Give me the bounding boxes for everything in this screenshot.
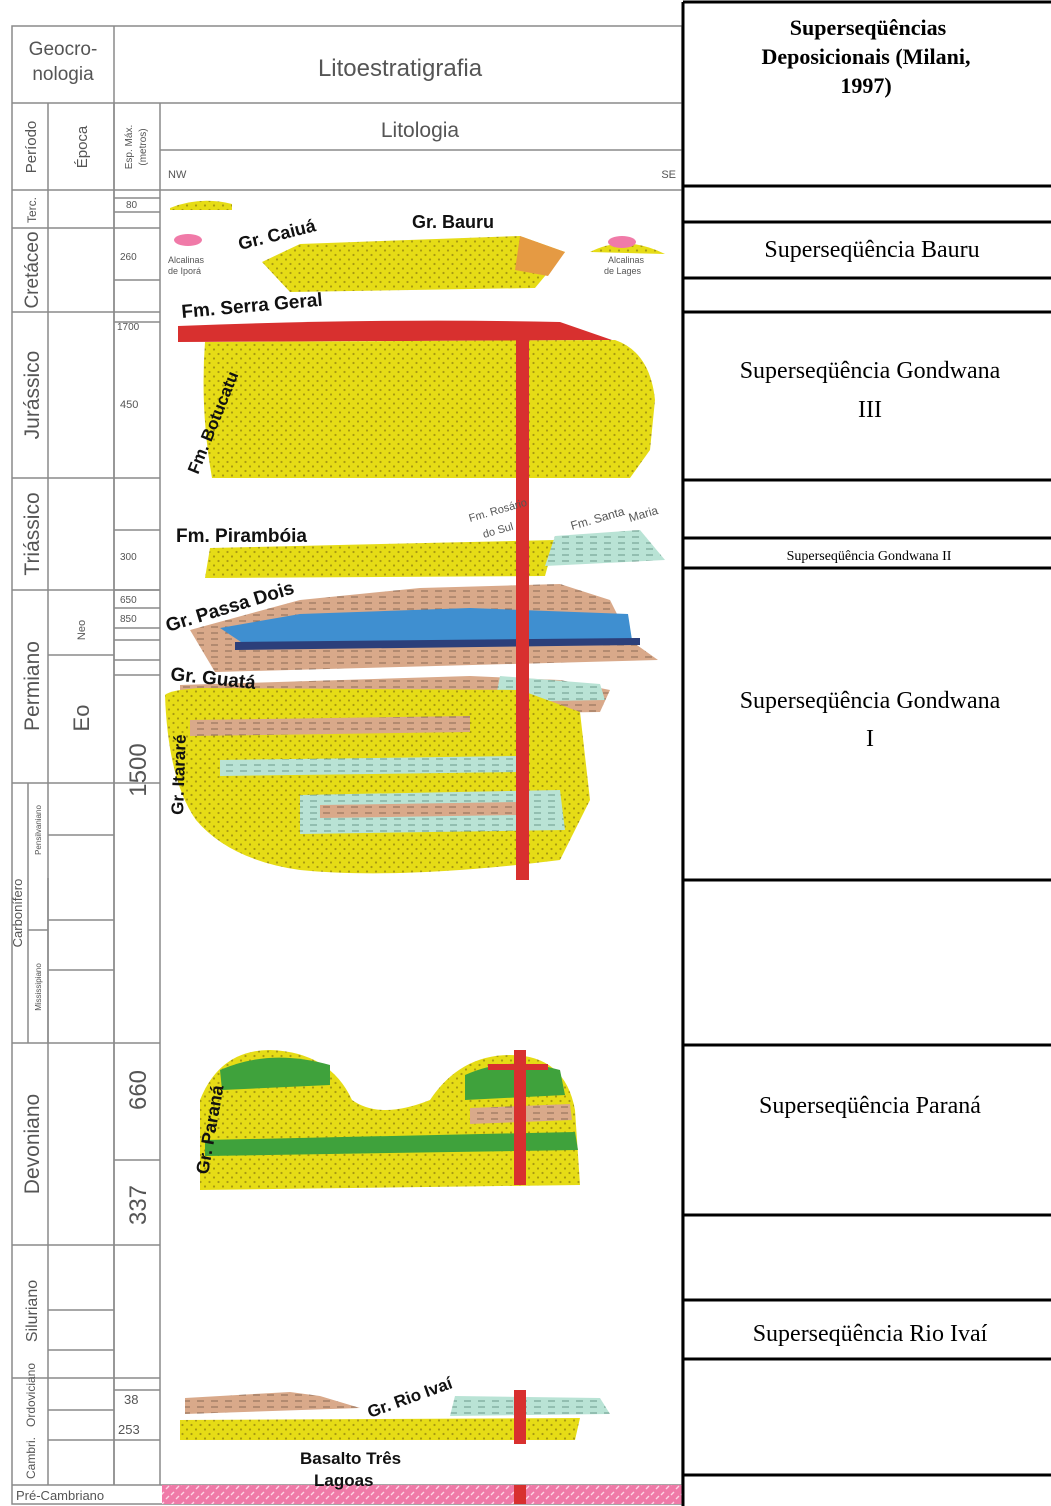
period-carbonifero: Carbonífero — [10, 879, 25, 948]
thickness-1700: 1700 — [117, 322, 140, 333]
epoch-neo: Neo — [76, 620, 88, 640]
unit-serra-geral: Fm. Serra Geral — [181, 290, 324, 323]
supersequences-title-3: 1997) — [840, 73, 891, 98]
periodo-label: Período — [23, 121, 40, 174]
period-cambriano: Cambri. — [24, 1437, 38, 1479]
supersequence-gondwana-i: Superseqüência Gondwana — [740, 688, 1001, 714]
period-mississipiano: Mississipiano — [34, 963, 43, 1011]
lages-alkaline — [608, 236, 636, 248]
supersequence-gondwana-ii: Superseqüência Gondwana II — [787, 549, 952, 564]
unit-itarare: Gr. Itararé — [168, 734, 190, 815]
dyke-pre-cambrian — [514, 1485, 526, 1504]
nw-label: NW — [168, 169, 187, 181]
thickness-660: 660 — [125, 1070, 152, 1110]
thickness-253: 253 — [118, 1422, 140, 1437]
supersequence-gondwana-iii: Superseqüência Gondwana — [740, 358, 1001, 384]
unit-rio-ivai: Gr. Rio Ivaí — [365, 1373, 456, 1422]
unit-santa-maria-2: Maria — [627, 503, 660, 525]
dyke-devonian — [514, 1050, 526, 1185]
dyke-rio-ivai — [514, 1390, 526, 1444]
ipora-alkaline — [174, 234, 202, 246]
period-jurassico: Jurássico — [21, 351, 44, 440]
unit-alc-lages: Alcalinas — [608, 255, 645, 265]
thickness-337: 337 — [125, 1185, 152, 1225]
esp-max-label: Esp. Máx. — [124, 125, 135, 169]
period-ordoviciano: Ordoviciano — [24, 1363, 38, 1427]
thickness-450: 450 — [120, 399, 138, 411]
dyke-main — [516, 330, 529, 880]
unit-alc-lages-2: de Lages — [604, 266, 642, 276]
thickness-260: 260 — [120, 252, 137, 263]
thickness-38: 38 — [124, 1392, 138, 1407]
rio-ivai-shale — [185, 1392, 360, 1414]
period-cretaceo: Cretáceo — [22, 231, 43, 308]
bauru-orange-margin — [515, 236, 565, 276]
epoch-eo: Eo — [69, 705, 94, 732]
period-triassico: Triássico — [21, 492, 44, 575]
unit-piramboia: Fm. Pirambóia — [176, 526, 307, 547]
dyke-devonian-bar — [488, 1064, 548, 1070]
unit-rosario-2: do Sul — [482, 521, 515, 541]
period-pensilvaniano: Pensilvaniano — [34, 805, 43, 855]
tertiary-cover — [170, 201, 232, 210]
thickness-80: 80 — [126, 200, 138, 211]
supersequence-gondwana-i-2: I — [866, 726, 874, 752]
thickness-650: 650 — [120, 595, 137, 606]
unit-basalto: Basalto Três — [300, 1449, 401, 1468]
serra-geral-basalt — [178, 321, 612, 342]
santa-maria-body — [545, 530, 665, 566]
supersequence-parana: Superseqüência Paraná — [759, 1093, 981, 1119]
unit-santa-maria: Fm. Santa — [569, 504, 626, 533]
supersequences-title-2: Deposicionais (Milani, — [761, 44, 970, 69]
thickness-300: 300 — [120, 552, 137, 563]
litologia-label: Litologia — [381, 119, 460, 142]
period-siluriano: Siluriano — [24, 1280, 41, 1342]
thickness-1500: 1500 — [125, 743, 152, 796]
supersequence-bauru: Superseqüência Bauru — [764, 237, 979, 263]
unit-basalto-2: Lagoas — [314, 1471, 374, 1490]
thickness-850: 850 — [120, 614, 137, 625]
esp-max-label-2: (metros) — [138, 128, 149, 165]
unit-alc-ipora-2: de Iporá — [168, 266, 201, 276]
pre-cambrian-basement — [162, 1485, 682, 1504]
period-permiano: Permiano — [21, 641, 44, 731]
period-pre-cambriano: Pré-Cambriano — [16, 1488, 104, 1503]
litoestratigrafia-label: Litoestratigrafia — [318, 55, 483, 82]
se-label: SE — [661, 169, 676, 181]
unit-alc-ipora: Alcalinas — [168, 255, 205, 265]
period-terciario: Terc. — [25, 197, 39, 223]
epoca-label: Época — [74, 125, 91, 168]
rio-ivai-right — [450, 1396, 610, 1416]
supersequence-rio-ivai: Superseqüência Rio Ivaí — [753, 1321, 988, 1347]
unit-bauru: Gr. Bauru — [412, 212, 494, 232]
period-devoniano: Devoniano — [21, 1094, 44, 1194]
botucatu-body — [204, 340, 655, 478]
geocronologia-label: Geocro- — [29, 39, 98, 60]
supersequence-gondwana-iii-2: III — [858, 397, 882, 423]
supersequence-table — [683, 2, 1051, 1506]
supersequences-title: Superseqüências — [790, 15, 947, 40]
geocronologia-label-2: nologia — [32, 64, 94, 85]
